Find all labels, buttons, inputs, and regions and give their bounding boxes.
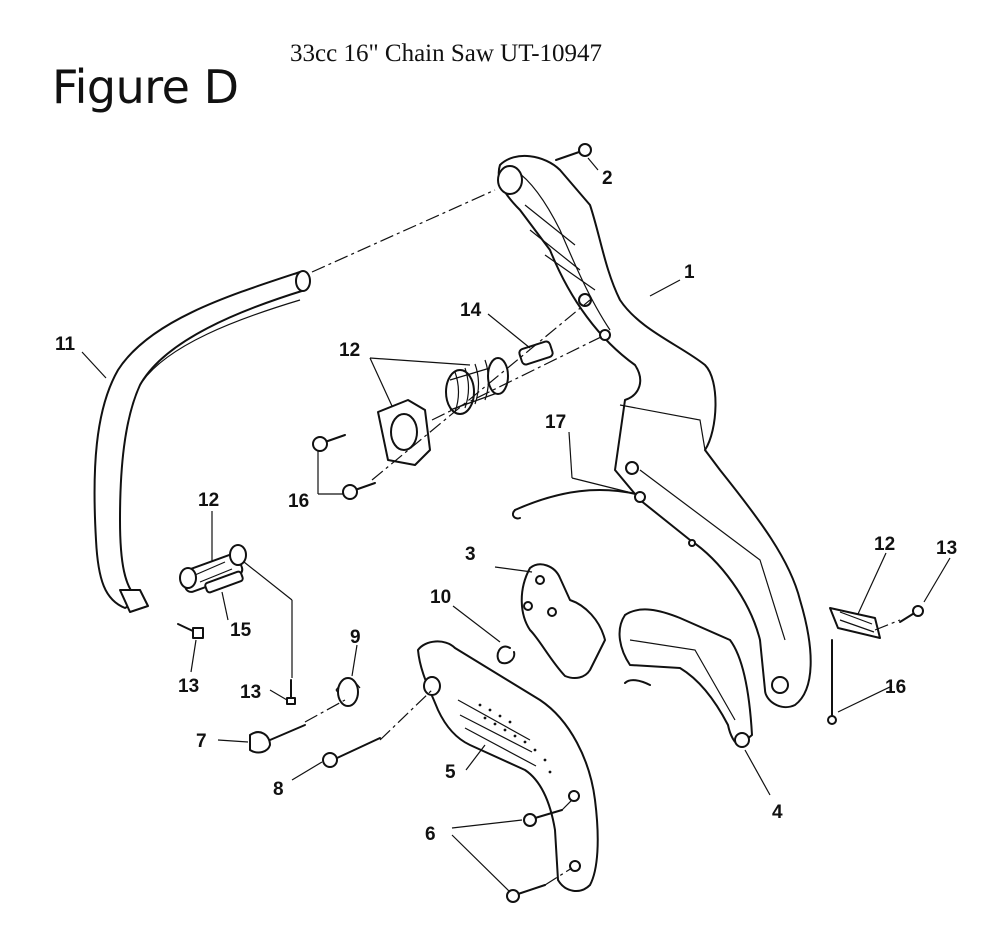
callout-15: 15 (230, 620, 252, 641)
pin-7 (249, 724, 306, 754)
callout-9: 9 (350, 627, 361, 648)
leader-lines (81, 157, 951, 893)
callout-2: 2 (602, 168, 613, 189)
screws-13 (177, 605, 924, 705)
screws-6 (506, 809, 563, 903)
av-mount-left (179, 544, 247, 594)
callout-3: 3 (465, 544, 476, 565)
wire-17 (511, 489, 696, 547)
screw-2 (555, 143, 592, 161)
callout-8: 8 (273, 779, 284, 800)
callout-6: 6 (425, 824, 436, 845)
rear-handle-housing (497, 154, 812, 709)
alignment-lines (304, 189, 901, 886)
callout-16-right: 16 (885, 677, 906, 698)
handle-grip-5 (417, 640, 599, 892)
retaining-clip-10 (496, 645, 516, 665)
throttle-rod-4 (618, 608, 753, 748)
callout-13-left: 13 (178, 676, 199, 697)
callout-13-center: 13 (240, 682, 261, 703)
figure-subtitle: 33cc 16" Chain Saw UT-10947 (290, 40, 603, 67)
callout-13-right: 13 (936, 538, 957, 559)
av-mount-right (827, 607, 881, 725)
callout-14: 14 (460, 300, 482, 321)
figure-label: Figure D (52, 60, 239, 114)
callout-12-right: 12 (874, 534, 895, 555)
bolt-8 (322, 737, 381, 768)
front-handle-bar (93, 270, 311, 613)
callout-12-top: 12 (339, 340, 360, 361)
callout-1: 1 (684, 262, 695, 283)
bolts-16-top (312, 434, 376, 500)
callout-12-left: 12 (198, 490, 219, 511)
callout-5: 5 (445, 762, 456, 783)
callout-10: 10 (430, 587, 451, 608)
callout-16-top: 16 (288, 491, 309, 512)
callout-11: 11 (55, 334, 76, 355)
callout-17: 17 (545, 412, 566, 433)
callout-labels: 2 1 3 4 5 6 7 8 9 10 11 12 12 12 13 13 1… (55, 168, 957, 845)
throttle-lockout-3 (520, 563, 606, 679)
spring-9 (335, 677, 361, 707)
callout-7: 7 (196, 731, 207, 752)
callout-4: 4 (772, 802, 783, 823)
